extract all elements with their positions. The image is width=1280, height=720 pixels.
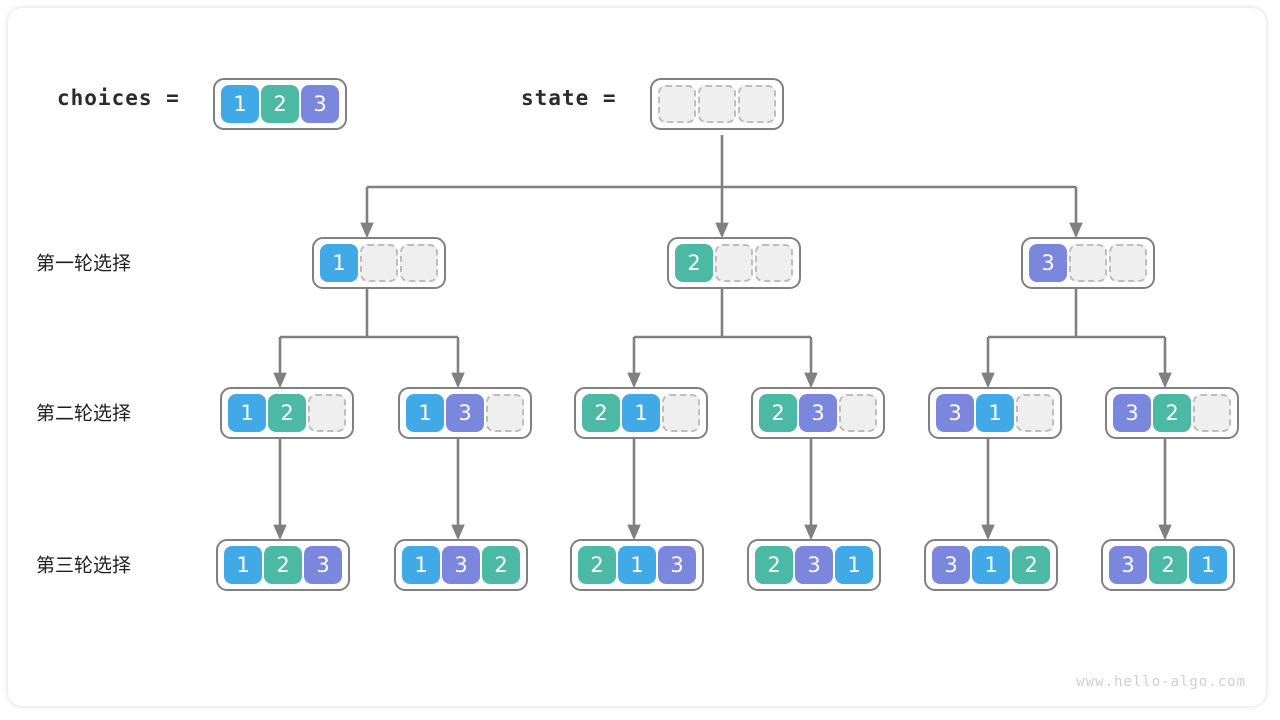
node-level3-5-cell-0: 3 bbox=[1109, 546, 1147, 584]
node-level3-1-cell-2: 2 bbox=[482, 546, 520, 584]
node-level2-0-cell-2 bbox=[308, 394, 346, 432]
node-level1-0-cell-2 bbox=[400, 244, 438, 282]
node-level3-3-cell-0: 2 bbox=[755, 546, 793, 584]
node-level1-1-cell-2 bbox=[755, 244, 793, 282]
node-level2-2-cell-2 bbox=[662, 394, 700, 432]
node-level1-1-cell-0: 2 bbox=[675, 244, 713, 282]
node-level1-2: 3 bbox=[1021, 237, 1155, 289]
node-level3-5-cell-2: 1 bbox=[1189, 546, 1227, 584]
choices-label: choices = bbox=[57, 86, 180, 110]
row-label-level3: 第三轮选择 bbox=[36, 554, 132, 577]
node-level3-3-cell-2: 1 bbox=[835, 546, 873, 584]
state-cell-0 bbox=[658, 85, 696, 123]
node-level3-2-cell-1: 1 bbox=[618, 546, 656, 584]
state-cell-1 bbox=[698, 85, 736, 123]
choices-cell-1: 2 bbox=[261, 85, 299, 123]
node-level3-5-cell-1: 2 bbox=[1149, 546, 1187, 584]
diagram-frame bbox=[8, 8, 1266, 706]
choices-cell-0: 1 bbox=[221, 85, 259, 123]
node-level1-2-cell-2 bbox=[1109, 244, 1147, 282]
node-level3-2-cell-0: 2 bbox=[578, 546, 616, 584]
node-level1-2-cell-0: 3 bbox=[1029, 244, 1067, 282]
node-level2-5-cell-1: 2 bbox=[1153, 394, 1191, 432]
node-level2-5-cell-0: 3 bbox=[1113, 394, 1151, 432]
node-level2-1-cell-2 bbox=[486, 394, 524, 432]
choices-cell-2: 3 bbox=[301, 85, 339, 123]
node-level1-0-cell-0: 1 bbox=[320, 244, 358, 282]
node-level2-4-cell-2 bbox=[1016, 394, 1054, 432]
node-level3-0-cell-1: 2 bbox=[264, 546, 302, 584]
node-level3-4-cell-2: 2 bbox=[1012, 546, 1050, 584]
node-level3-1-cell-1: 3 bbox=[442, 546, 480, 584]
node-level1-1-cell-1 bbox=[715, 244, 753, 282]
node-level1-2-cell-1 bbox=[1069, 244, 1107, 282]
node-level2-4-cell-1: 1 bbox=[976, 394, 1014, 432]
node-level2-1-cell-0: 1 bbox=[406, 394, 444, 432]
node-level2-4-cell-0: 3 bbox=[936, 394, 974, 432]
node-level1-0-cell-1 bbox=[360, 244, 398, 282]
state-cell-2 bbox=[738, 85, 776, 123]
node-level2-0-cell-0: 1 bbox=[228, 394, 266, 432]
row-label-level2: 第二轮选择 bbox=[36, 402, 132, 425]
node-level2-0-cell-1: 2 bbox=[268, 394, 306, 432]
node-level3-4-cell-0: 3 bbox=[932, 546, 970, 584]
node-level2-5-cell-2 bbox=[1193, 394, 1231, 432]
state-label: state = bbox=[521, 86, 617, 110]
node-level1-0: 1 bbox=[312, 237, 446, 289]
node-level2-3-cell-0: 2 bbox=[759, 394, 797, 432]
node-level3-4-cell-1: 1 bbox=[972, 546, 1010, 584]
node-level3-3-cell-1: 3 bbox=[795, 546, 833, 584]
row-label-level1: 第一轮选择 bbox=[36, 252, 132, 275]
state-array bbox=[650, 78, 784, 130]
node-level2-3-cell-2 bbox=[839, 394, 877, 432]
node-level2-3-cell-1: 3 bbox=[799, 394, 837, 432]
watermark: www.hello-algo.com bbox=[1076, 674, 1246, 690]
node-level2-2-cell-1: 1 bbox=[622, 394, 660, 432]
node-level1-1: 2 bbox=[667, 237, 801, 289]
node-level3-2-cell-2: 3 bbox=[658, 546, 696, 584]
node-level3-1-cell-0: 1 bbox=[402, 546, 440, 584]
node-level2-2-cell-0: 2 bbox=[582, 394, 620, 432]
node-level2-1-cell-1: 3 bbox=[446, 394, 484, 432]
node-level3-0-cell-2: 3 bbox=[304, 546, 342, 584]
node-level3-0-cell-0: 1 bbox=[224, 546, 262, 584]
